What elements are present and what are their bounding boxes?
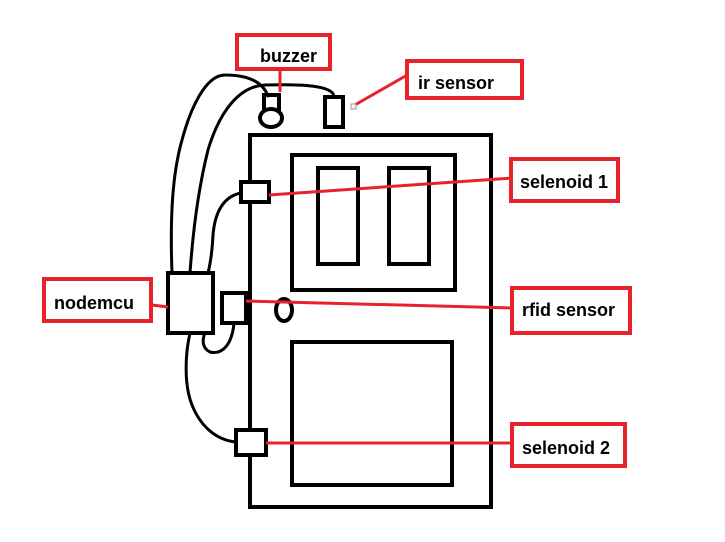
door-upper-panel bbox=[290, 153, 457, 292]
components bbox=[166, 93, 345, 457]
door-upper-window-right bbox=[387, 166, 431, 266]
wire-selenoid1-nodemcu bbox=[206, 191, 243, 275]
buzzer-label: buzzer bbox=[260, 46, 317, 66]
door bbox=[248, 133, 493, 509]
selenoid-1-label: selenoid 1 bbox=[520, 172, 608, 192]
buzzer-label-box bbox=[235, 33, 332, 71]
selenoid-2-label-box bbox=[510, 422, 627, 468]
label-boxes bbox=[42, 33, 632, 468]
connector-rfid-sensor bbox=[245, 299, 513, 310]
wire-rfid-nodemcu bbox=[201, 321, 236, 355]
ir-sensor-label-box bbox=[405, 59, 524, 100]
wire-ir-nodemcu bbox=[188, 83, 336, 275]
rfid-sensor-label: rfid sensor bbox=[522, 300, 615, 320]
selenoid-2-module bbox=[234, 428, 268, 457]
wire-selenoid2-nodemcu bbox=[184, 331, 238, 444]
door-upper-window-left bbox=[316, 166, 360, 266]
nodemcu-board bbox=[166, 271, 215, 335]
ir-sensor-label: ir sensor bbox=[418, 73, 494, 93]
wiring bbox=[169, 73, 336, 444]
rfid-sensor-module bbox=[220, 291, 248, 325]
nodemcu-label-box bbox=[42, 277, 153, 323]
door-frame bbox=[248, 133, 493, 509]
buzzer-ring bbox=[258, 107, 284, 129]
rfid-sensor-label-box bbox=[510, 286, 632, 335]
connector-ir-sensor bbox=[352, 72, 410, 108]
selenoid-2-label: selenoid 2 bbox=[522, 438, 610, 458]
selenoid-1-label-box bbox=[509, 157, 620, 203]
wire-buzzer-nodemcu bbox=[169, 73, 270, 275]
door-lower-panel bbox=[290, 340, 454, 487]
ir-sensor-module bbox=[323, 95, 345, 129]
selenoid-1-module bbox=[239, 180, 271, 204]
ir-sensor-connector-dot bbox=[350, 103, 357, 110]
connector-selenoid-1 bbox=[268, 176, 513, 197]
connectors bbox=[151, 69, 513, 445]
connector-nodemcu bbox=[151, 303, 169, 309]
door-handle bbox=[274, 297, 294, 323]
nodemcu-label: nodemcu bbox=[54, 293, 134, 313]
